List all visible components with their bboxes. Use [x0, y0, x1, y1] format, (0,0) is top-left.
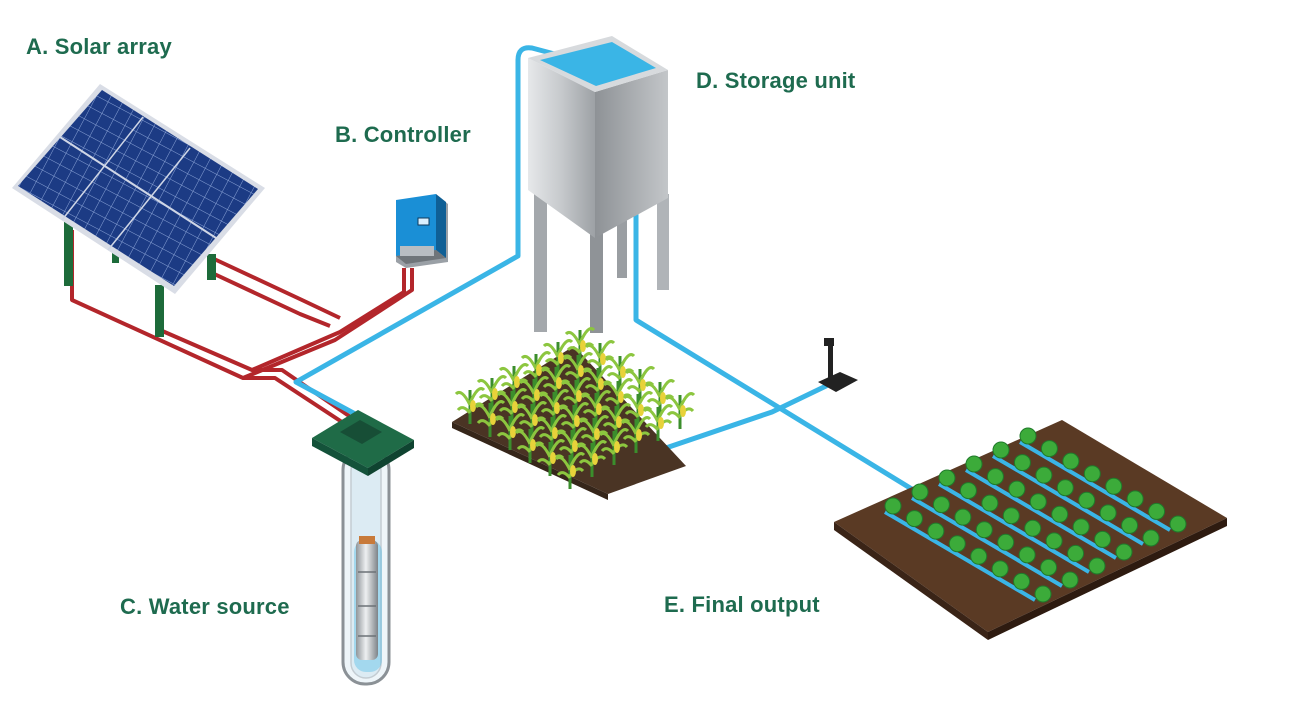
vegetable-plant: [932, 496, 950, 514]
corn-plant: [496, 388, 528, 425]
vegetable-plant: [1002, 507, 1020, 525]
corn-plant: [538, 389, 570, 426]
vegetable-plant: [1040, 558, 1058, 576]
vegetable-plant: [1019, 427, 1037, 445]
corn-plant: [554, 452, 586, 489]
vegetable-plant: [1040, 440, 1058, 458]
vegetable-plant: [1078, 491, 1096, 509]
vegetable-plant: [1061, 571, 1079, 589]
vegetable-plant: [911, 483, 929, 501]
sprinkler-icon: [818, 338, 858, 392]
vegetable-plant: [1094, 530, 1112, 548]
water-tank-icon: [528, 36, 669, 333]
corn-field-icon: [452, 327, 696, 500]
vegetable-plant: [1115, 543, 1133, 561]
vegetable-plant: [1045, 532, 1063, 550]
vegetable-plant: [981, 494, 999, 512]
vegetable-plant: [1024, 519, 1042, 537]
corn-plant: [622, 391, 654, 428]
cable-4: [209, 270, 331, 328]
vegetable-plant: [991, 560, 1009, 578]
vegetable-plant: [959, 482, 977, 500]
vegetable-plant: [948, 535, 966, 553]
label-final-output: E. Final output: [664, 592, 820, 617]
vegetable-plant: [1083, 465, 1101, 483]
label-water-source: C. Water source: [120, 594, 290, 619]
corn-plant: [474, 400, 506, 437]
vegetable-plant: [1148, 502, 1166, 520]
corn-plant: [578, 415, 610, 452]
vegetable-plant: [992, 441, 1010, 459]
vegetable-plant: [1029, 493, 1047, 511]
vegetable-plant: [1051, 505, 1069, 523]
solar-panel-icon: [12, 84, 265, 337]
corn-plant: [534, 439, 566, 476]
vegetable-plant: [938, 469, 956, 487]
vegetable-plant: [1034, 585, 1052, 603]
corn-plant: [562, 352, 594, 389]
vegetable-plant: [1013, 572, 1031, 590]
vegetable-field-icon: [834, 420, 1227, 640]
cable-5: [243, 376, 347, 426]
vegetable-plant: [970, 547, 988, 565]
vegetable-plant: [1018, 546, 1036, 564]
corn-plant: [584, 340, 616, 377]
label-solar-array: A. Solar array: [26, 34, 172, 59]
drip-line: [937, 482, 1091, 574]
cable-3: [211, 256, 341, 320]
corn-plant: [556, 427, 588, 464]
label-controller: B. Controller: [335, 122, 471, 147]
drip-line: [1018, 440, 1172, 532]
vegetable-plant: [1099, 504, 1117, 522]
vegetable-plant: [997, 533, 1015, 551]
corn-plant: [542, 339, 574, 376]
corn-plant: [514, 426, 546, 463]
vegetable-plant: [965, 455, 983, 473]
vegetable-plant: [1013, 454, 1031, 472]
corn-plant: [520, 351, 552, 388]
corn-plant: [576, 440, 608, 477]
drip-line: [883, 510, 1037, 602]
vegetable-plant: [1035, 466, 1053, 484]
corn-plant: [494, 413, 526, 450]
corn-plant: [642, 404, 674, 441]
label-storage-unit: D. Storage unit: [696, 68, 856, 93]
vegetable-plant: [884, 497, 902, 515]
drip-line: [964, 468, 1118, 560]
vegetable-plant: [954, 508, 972, 526]
vegetable-plant: [1072, 518, 1090, 536]
vegetable-plant: [1062, 452, 1080, 470]
corn-plant: [620, 416, 652, 453]
vegetable-plant: [1056, 479, 1074, 497]
vegetable-plant: [1169, 515, 1187, 533]
vegetable-plant: [986, 468, 1004, 486]
corn-plant: [516, 401, 548, 438]
vegetable-plant: [1008, 480, 1026, 498]
vegetable-plant: [1105, 477, 1123, 495]
controller-box-icon: [396, 194, 448, 268]
drip-line: [991, 454, 1145, 546]
cable-1: [70, 230, 414, 380]
corn-plant: [664, 392, 696, 429]
submersible-pump-icon: [312, 410, 414, 686]
vegetable-plant: [1067, 544, 1085, 562]
corn-plant: [598, 428, 630, 465]
vegetable-plants: [883, 427, 1187, 603]
vegetable-plant: [1142, 529, 1160, 547]
corn-plants: [454, 327, 696, 489]
vegetable-plant: [927, 522, 945, 540]
vegetable-plant: [1121, 516, 1139, 534]
drip-line: [910, 496, 1064, 588]
corn-plant: [604, 353, 636, 390]
vegetable-plant: [1088, 557, 1106, 575]
vegetable-plant: [905, 510, 923, 528]
pipe-branch-sprinkler: [657, 383, 829, 453]
pipe-well-to-tank: [293, 45, 565, 435]
vegetable-plant: [1126, 490, 1144, 508]
corn-plant: [600, 403, 632, 440]
corn-plant: [454, 387, 486, 424]
corn-plant: [560, 377, 592, 414]
vegetable-plant: [975, 521, 993, 539]
